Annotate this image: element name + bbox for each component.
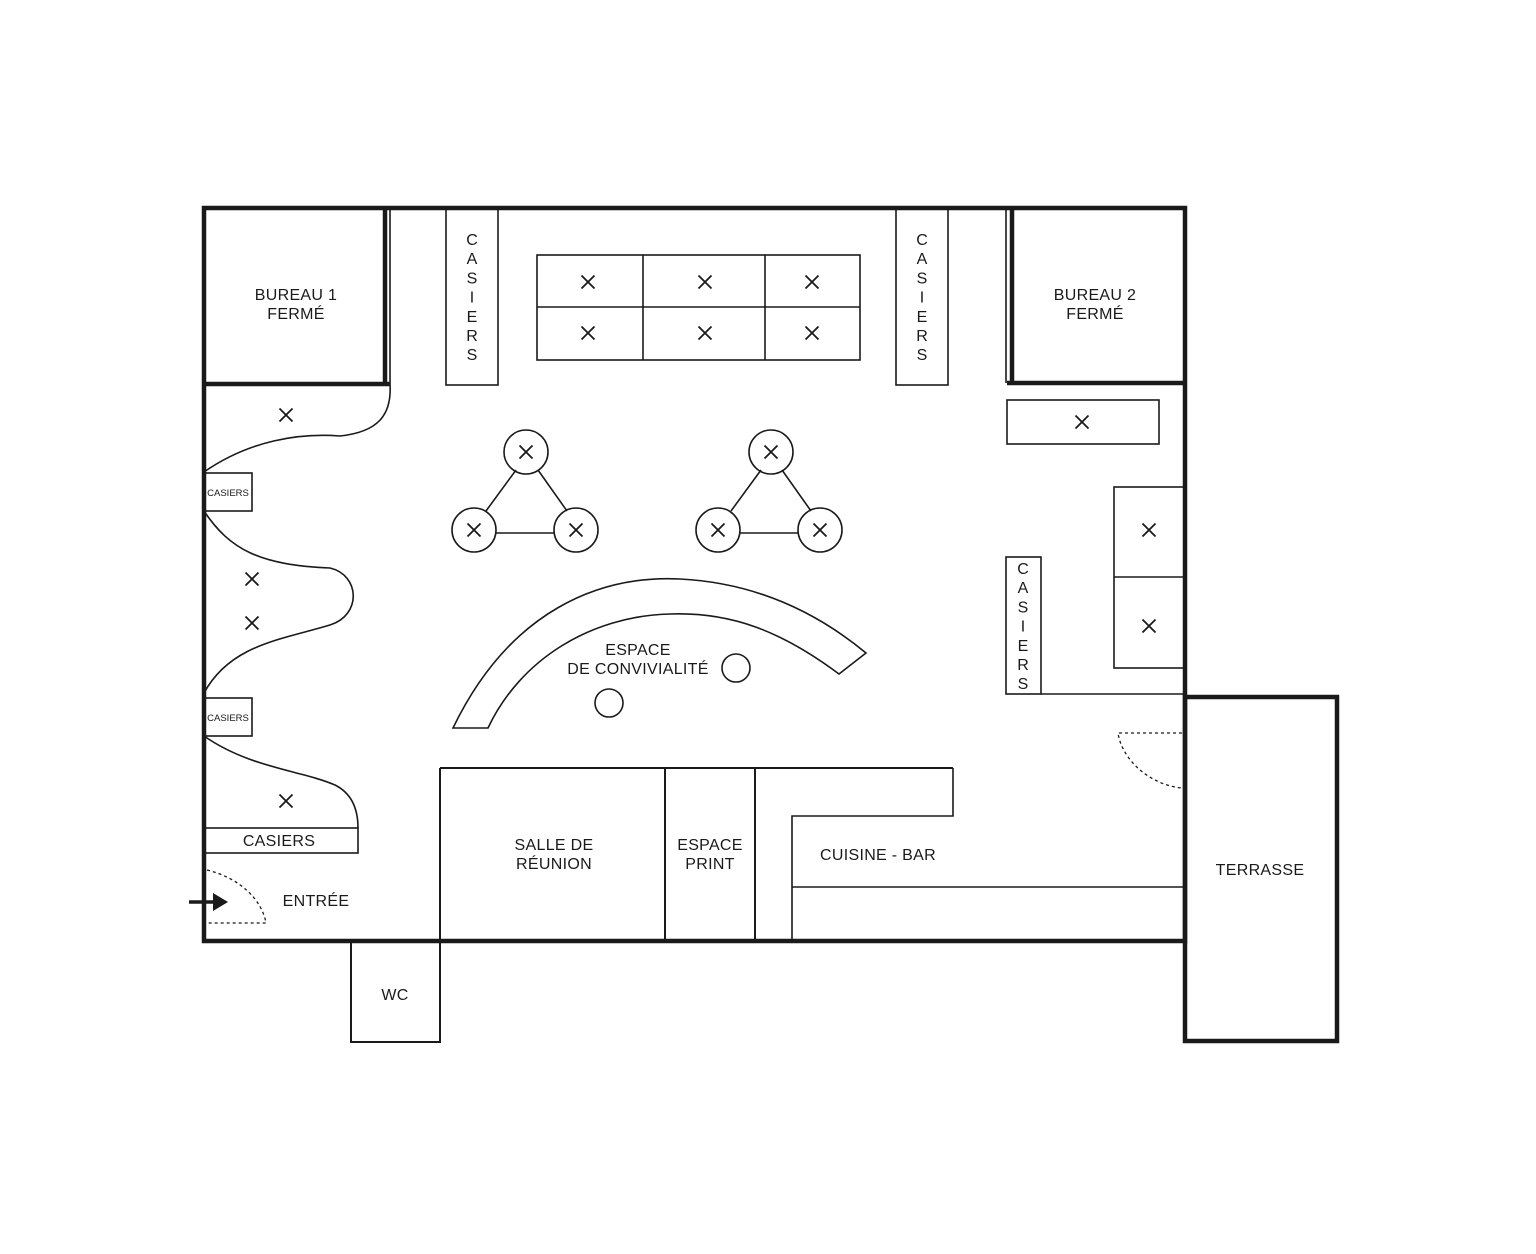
casiers-letter: E [1018,638,1029,655]
seat-x-icon [518,444,534,460]
seat-x-icon [278,793,294,809]
seat-x-icon [580,325,596,341]
terrace-outline [1182,694,1340,1044]
stool-2 [594,688,624,718]
casiers-letter: E [467,309,478,326]
desk-block-right [1113,486,1186,669]
seat-x-icon [710,522,726,538]
seat-x-icon [804,325,820,341]
casiers-letter: S [917,347,928,364]
cuisine-bar-counter [791,768,1185,941]
casiers-letter: C [1017,561,1029,578]
casiers-left-2-label: CASIERS [207,713,249,724]
casiers-left-1-label: CASIERS [207,488,249,499]
bureau-2-room [1005,208,1185,386]
terrace-door-swing [1117,732,1183,789]
salle-reunion-room [439,767,953,941]
cuisine-bar-label: CUISINE - BAR [820,847,936,864]
seat-x-icon [1141,618,1157,634]
casiers-left-2 [203,697,253,737]
seat-x-icon [804,274,820,290]
casiers-letter: C [466,232,478,249]
casiers-entrance-label: CASIERS [243,833,315,850]
bureau-1-room [204,208,391,387]
casiers-left-1 [203,472,253,512]
casiers-letter: I [1021,619,1025,636]
wc-label: WC [381,987,408,1004]
seat-x-icon [244,615,260,631]
casiers-letter: I [920,290,924,307]
seat-x-icon [466,522,482,538]
seat-x-icon [697,325,713,341]
casiers-letter: A [467,251,478,268]
wc-room [350,940,441,1043]
casiers-entrance [203,827,359,854]
stool-1 [721,653,751,683]
seat-x-icon [812,522,828,538]
seat-x-icon [580,274,596,290]
casiers-letter: R [1017,657,1029,674]
casiers-top-left [445,207,499,386]
entree-label: ENTRÉE [283,891,350,910]
casiers-right [1005,556,1042,695]
entrance-door-swing [206,869,267,924]
casiers-letter: A [917,251,928,268]
casiers-letter: E [917,309,928,326]
seat-x-icon [244,571,260,587]
desk-block-top [536,254,861,361]
terrasse-label: TERRASSE [1216,862,1305,879]
seat-x-icon [568,522,584,538]
casiers-top-right [895,207,949,386]
casiers-letter: I [470,290,474,307]
casiers-letter: A [1018,580,1029,597]
casiers-letter: S [467,270,478,287]
seat-x-icon [763,444,779,460]
triangle-table-1 [451,429,599,553]
seat-x-icon [278,407,294,423]
seat-x-icon [1141,522,1157,538]
seat-markers [244,274,1157,809]
casiers-letter: S [917,270,928,287]
entrance-arrow-icon [189,893,228,911]
desk-right-top [1006,399,1160,445]
casiers-letter: C [916,232,928,249]
casiers-letter: S [1018,599,1029,616]
casiers-letter: R [466,328,478,345]
casiers-letter: S [467,347,478,364]
triangle-table-2 [695,429,843,553]
wavy-partition-left [203,383,391,829]
casiers-letter: R [916,328,928,345]
main-building-outline [201,205,1188,944]
seat-x-icon [1074,414,1090,430]
seat-x-icon [697,274,713,290]
conviviality-counter [451,577,868,729]
casiers-letter: S [1018,676,1029,693]
